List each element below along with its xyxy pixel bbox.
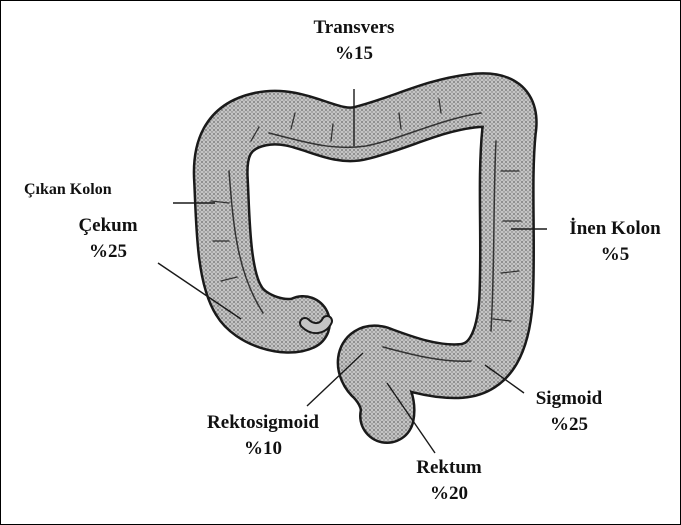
inen-kolon-label: İnen Kolon %5 xyxy=(550,216,680,267)
rektum-label: Rektum %20 xyxy=(399,455,499,506)
sigmoid-label: Sigmoid %25 xyxy=(525,386,613,437)
rektum-percent: %20 xyxy=(399,481,499,507)
rektosigmoid-name: Rektosigmoid xyxy=(187,410,339,436)
inen-kolon-name: İnen Kolon xyxy=(550,216,680,242)
transvers-percent: %15 xyxy=(301,41,407,67)
rektosigmoid-label: Rektosigmoid %10 xyxy=(187,410,339,461)
cekum-name: Çekum xyxy=(63,213,153,239)
cekum-label: Çekum %25 xyxy=(63,213,153,264)
cikan-kolon-label: Çıkan Kolon xyxy=(24,179,112,201)
rektum-name: Rektum xyxy=(399,455,499,481)
colon-body xyxy=(211,99,521,416)
transvers-name: Transvers xyxy=(301,15,407,41)
sigmoid-name: Sigmoid xyxy=(525,386,613,412)
cekum-percent: %25 xyxy=(63,239,153,265)
transvers-label: Transvers %15 xyxy=(301,15,407,66)
cikan-kolon-name: Çıkan Kolon xyxy=(24,179,112,201)
sigmoid-percent: %25 xyxy=(525,412,613,438)
inen-kolon-percent: %5 xyxy=(550,242,680,268)
rektosigmoid-percent: %10 xyxy=(187,436,339,462)
